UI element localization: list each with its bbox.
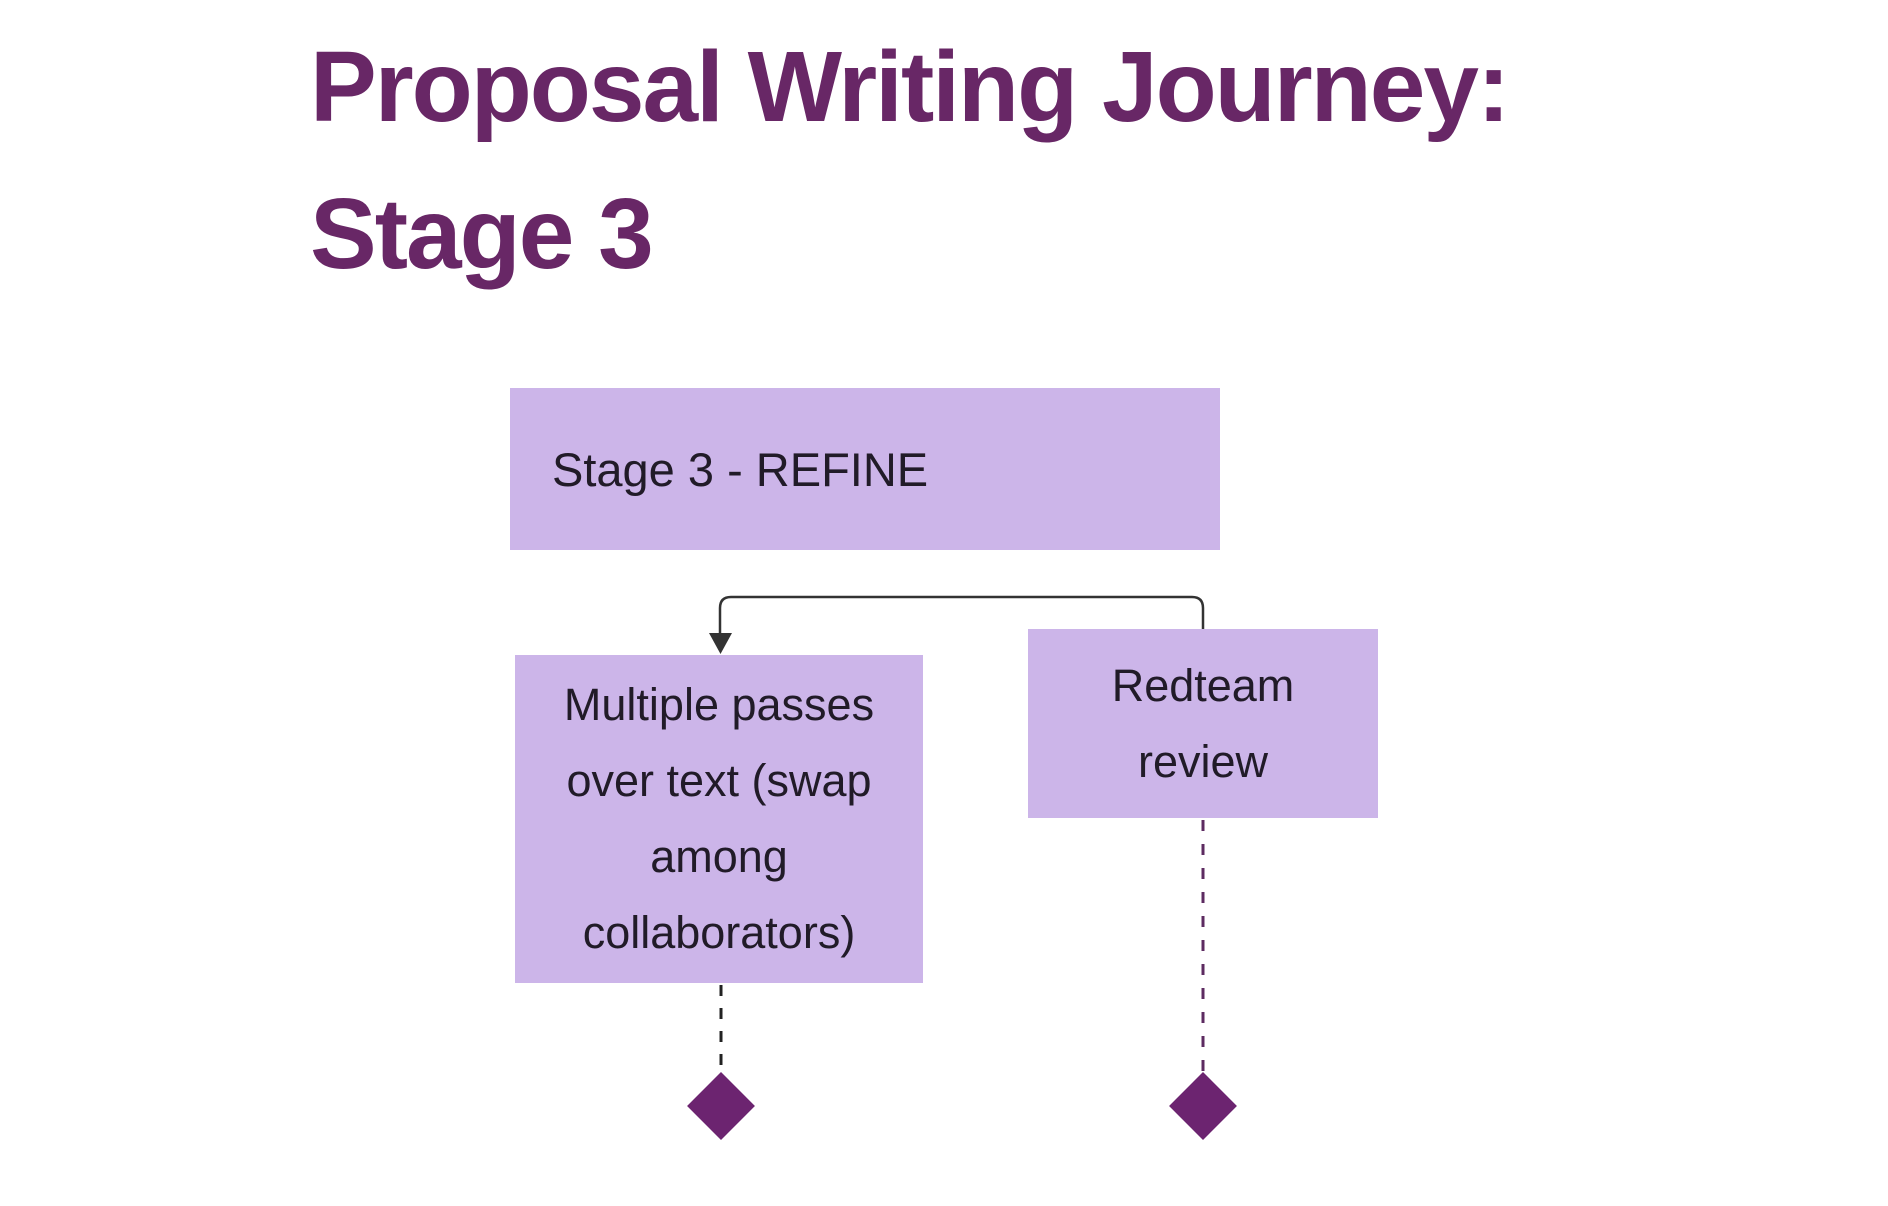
- arrow-down-icon: [709, 633, 732, 654]
- page-title-line-1: Proposal Writing Journey:: [310, 31, 1510, 143]
- node-stage3-refine: Stage 3 - REFINE: [510, 388, 1220, 550]
- node-redteam-review: Redteam review: [1028, 629, 1378, 818]
- diamond-terminator-icon: [687, 1072, 755, 1140]
- diamond-terminator-icon: [1169, 1072, 1237, 1140]
- page-title-line-2: Stage 3: [310, 178, 654, 290]
- node-multiple-passes-label: Multiple passes over text (swap among co…: [563, 679, 875, 958]
- node-stage3-refine-label: Stage 3 - REFINE: [552, 442, 929, 496]
- node-redteam-review-label: Redteam review: [1111, 659, 1295, 787]
- page-title: Proposal Writing Journey: Stage 3: [310, 14, 1510, 308]
- node-multiple-passes: Multiple passes over text (swap among co…: [515, 655, 923, 983]
